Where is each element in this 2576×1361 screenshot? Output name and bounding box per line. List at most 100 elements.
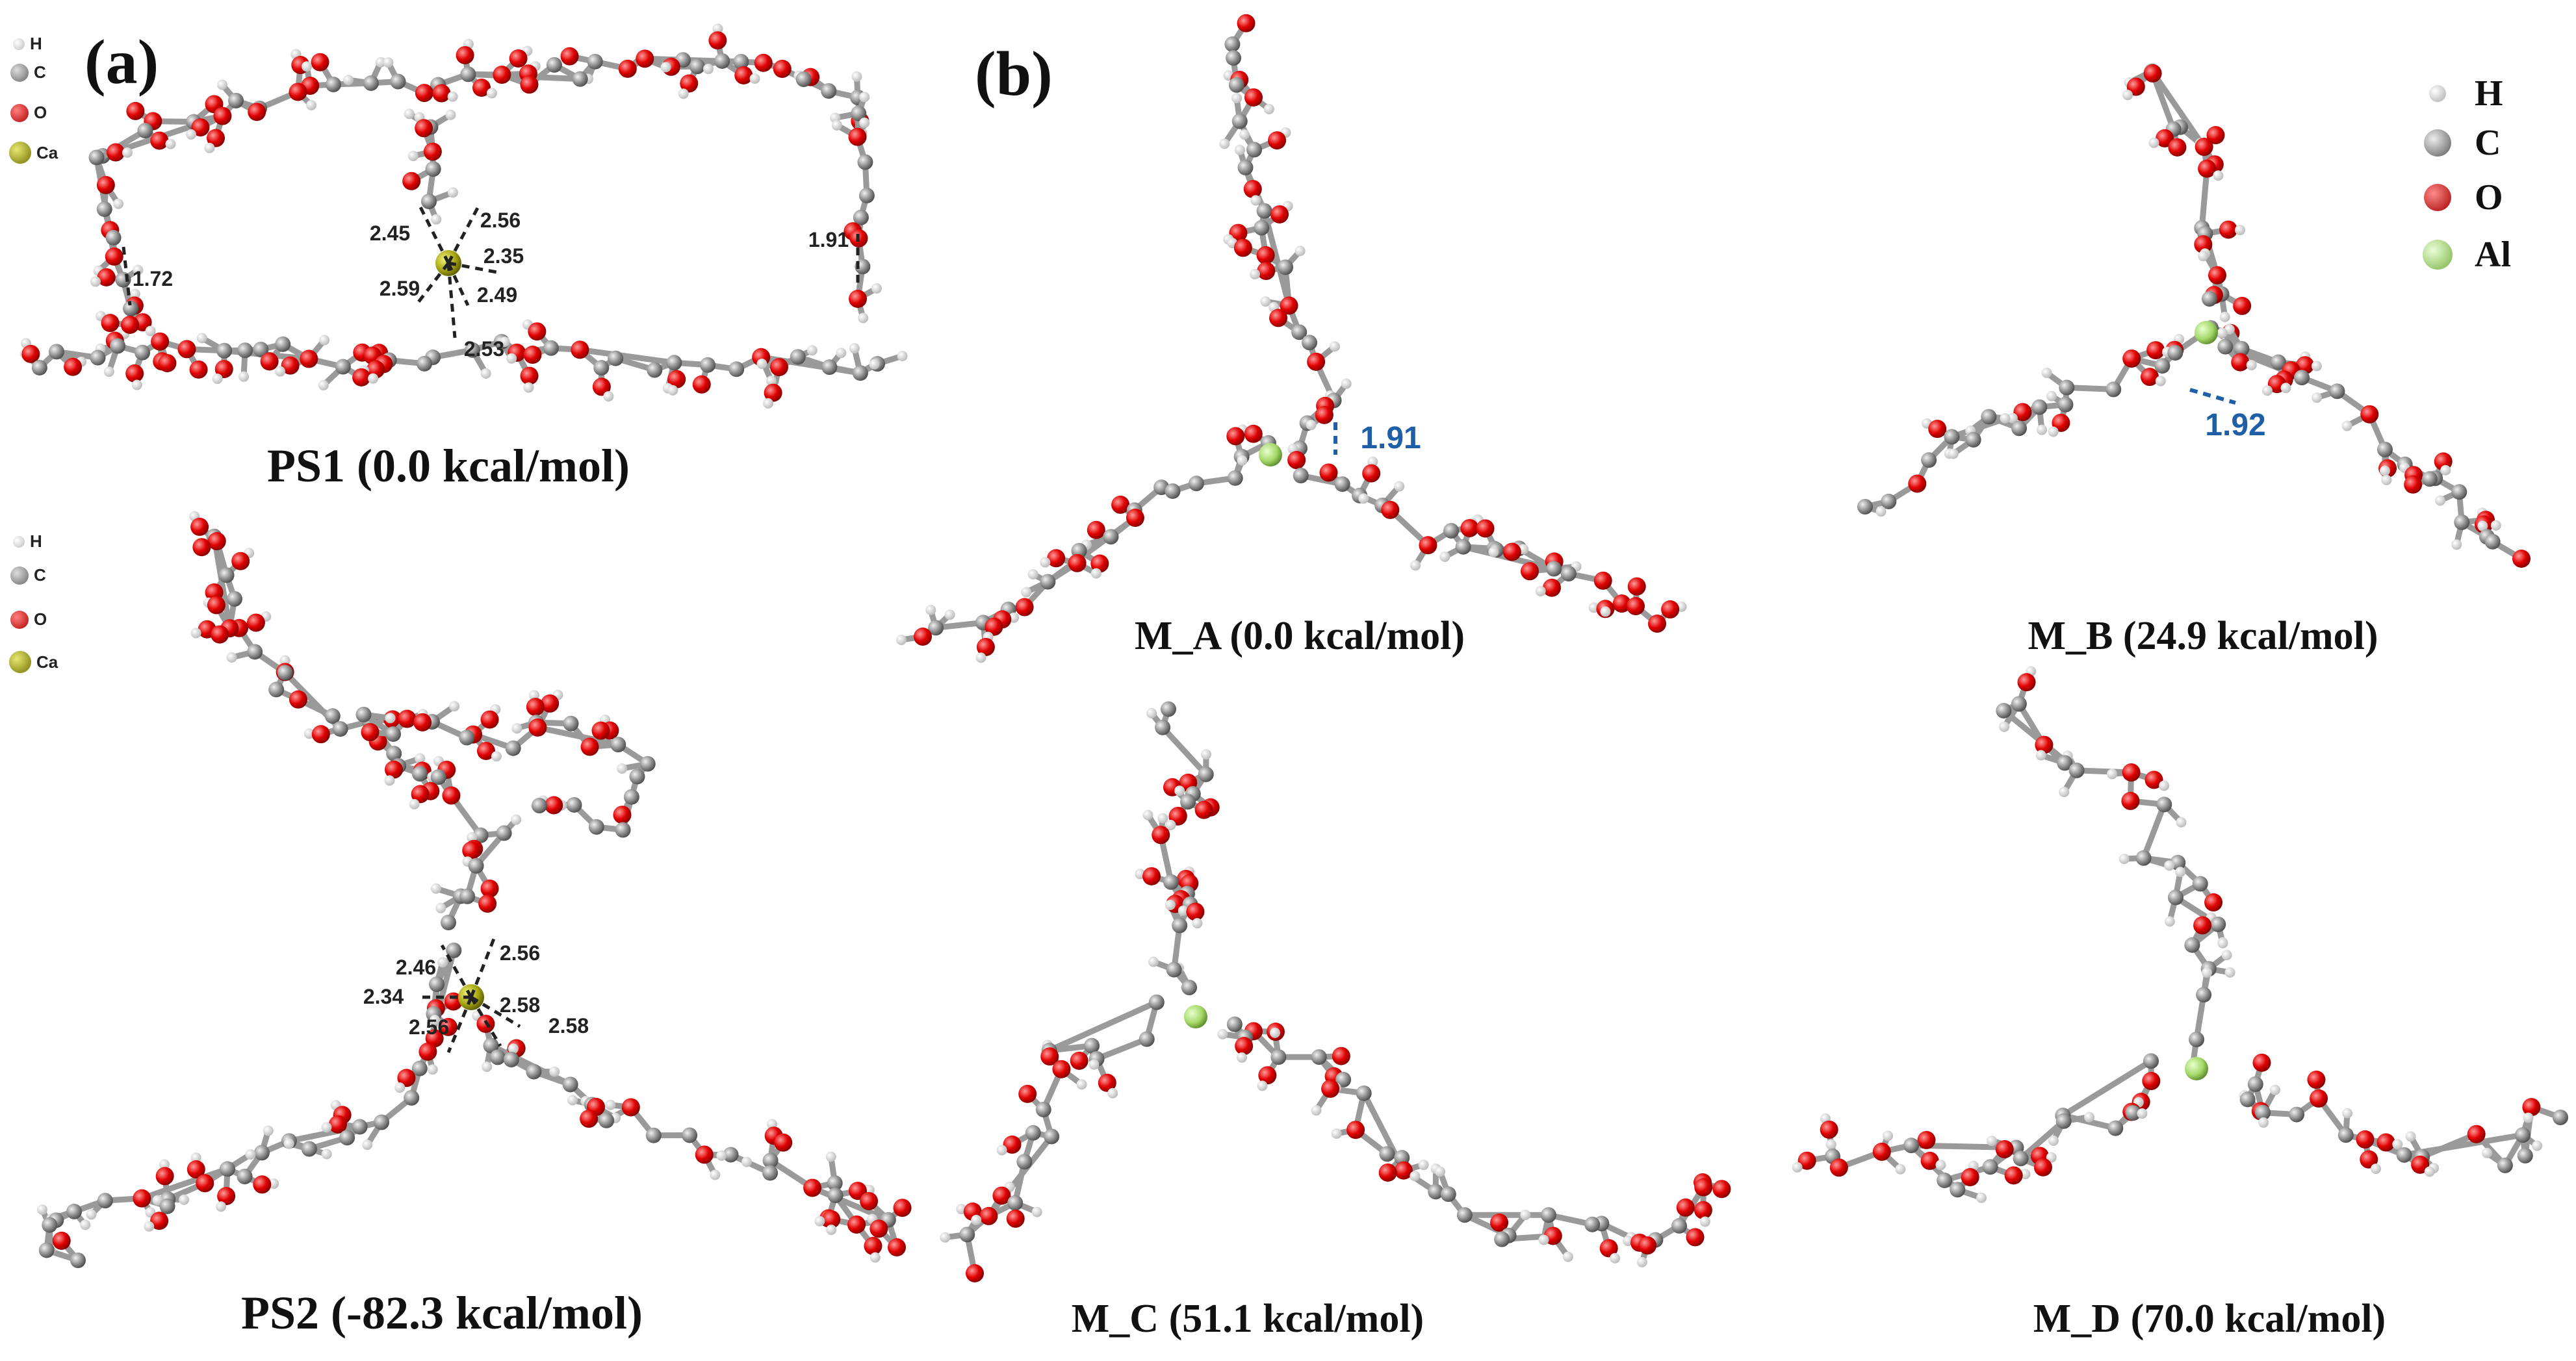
oxygen-atom [2356, 1130, 2375, 1149]
hydrogen-atom [36, 1204, 47, 1215]
carbon-atom [324, 708, 341, 724]
hydrogen-atom [1217, 1028, 1228, 1039]
carbon-atom [430, 769, 446, 785]
oxygen-atom [1321, 1079, 1340, 1098]
oxygen-atom [411, 785, 430, 804]
oxygen-atom [101, 314, 120, 333]
distance-bond [446, 207, 480, 264]
carbon-atom [1584, 1216, 1601, 1232]
carbon-atom [1226, 50, 1242, 66]
carbon-atom [566, 796, 582, 813]
hydrogen-atom [2523, 1112, 2534, 1123]
hydrogen-atom [2084, 1112, 2095, 1123]
distance-label: 2.53 [464, 337, 504, 361]
oxygen-atom [1194, 800, 1213, 819]
hydrogen-atom [1239, 129, 1250, 140]
hydrogen-atom [268, 1178, 279, 1189]
carbon-atom [247, 644, 263, 660]
oxygen-atom [1378, 1163, 1397, 1182]
oxygen-atom [478, 894, 497, 913]
distance-bond [417, 203, 450, 264]
hydrogen-atom [144, 1221, 155, 1232]
hydrogen-atom [275, 366, 286, 377]
carbon-atom [532, 798, 547, 813]
carbon-atom [733, 53, 749, 70]
hydrogen-atom [385, 713, 396, 724]
hydrogen-atom [1538, 1234, 1549, 1245]
carbon-atom [335, 359, 351, 375]
hydrogen-atom [1520, 1210, 1531, 1221]
hydrogen-atom [511, 723, 522, 734]
oxygen-atom [1319, 463, 1338, 482]
carbon-atom [411, 1060, 428, 1076]
oxygen-atom [822, 1210, 841, 1228]
oxygen-atom [207, 596, 225, 615]
carbon-atom [1231, 113, 1248, 129]
hydrogen-atom [415, 753, 426, 764]
carbon-atom [363, 75, 379, 91]
hydrogen-atom [511, 814, 522, 825]
oxygen-atom [769, 358, 788, 377]
oxygen-atom [398, 709, 417, 728]
oxygen-atom [1237, 14, 1256, 32]
carbon-atom [928, 620, 944, 636]
carbon-atom [332, 721, 348, 737]
carbon-atom [218, 567, 235, 583]
carbon-atom [821, 83, 837, 99]
hydrogen-atom [523, 382, 534, 393]
oxygen-atom [764, 383, 782, 402]
hydrogen-atom [343, 75, 354, 86]
distance-label: 1.72 [133, 267, 173, 290]
oxygen-atom [893, 1199, 912, 1217]
oxygen-atom [1694, 1201, 1712, 1219]
oxygen-atom [849, 290, 867, 308]
hydrogen-atom [508, 1043, 519, 1054]
oxygen-atom [1542, 578, 1561, 597]
carbon-atom [821, 359, 838, 375]
calcium-legend-ball [9, 142, 31, 164]
oxygen-atom [613, 806, 632, 824]
carbon-atom [608, 350, 624, 366]
oxygen-atom [155, 1167, 174, 1186]
aluminum-atom [1259, 443, 1282, 466]
carbon-atom [2376, 441, 2393, 457]
hydrogen-atom [1435, 1166, 1446, 1177]
oxygen-atom [708, 31, 727, 50]
carbon-atom [275, 336, 291, 352]
distance-bond [446, 262, 470, 307]
carbon-atom [1965, 431, 1981, 448]
carbon-atom [404, 1089, 420, 1106]
hydrogen-atom [1418, 1160, 1429, 1171]
hydrogen-atom [445, 109, 456, 120]
carbon-atom [1494, 1231, 1510, 1247]
hydrogen-atom [165, 138, 176, 149]
carbon-atom [2514, 1127, 2531, 1143]
hydrogen-atom [179, 1194, 190, 1205]
hydrogen-atom [710, 1169, 721, 1180]
oxygen-atom [211, 625, 229, 644]
oxygen-atom [2143, 64, 2162, 83]
oxygen-atom [848, 127, 867, 146]
carbon-atom [1981, 409, 1997, 425]
oxygen-atom [1047, 549, 1066, 568]
oxygen-atom [1648, 615, 1666, 633]
hydrogen-atom [2224, 967, 2235, 978]
carbon-atom [253, 1145, 270, 1161]
carbon-atom [374, 1114, 390, 1130]
oxygen-atom [207, 129, 225, 147]
hydrogen-atom [1935, 1160, 1946, 1171]
carbon-atom [599, 1112, 615, 1128]
carbon-atom [762, 1165, 779, 1181]
hydrogen-atom [1699, 1216, 1710, 1227]
hydrogen-atom [2246, 359, 2257, 370]
oxygen-atom [1018, 1084, 1037, 1103]
hydrogen-atom [2435, 495, 2446, 506]
carbon-atom [1016, 1154, 1033, 1170]
oxygen-atom [1268, 131, 1287, 150]
legend-c-label: C [34, 62, 46, 82]
hydrogen-atom [1883, 1130, 1894, 1141]
hydrogen-atom [2217, 327, 2228, 338]
carbon-atom [2517, 1147, 2533, 1164]
oxygen-atom [480, 710, 499, 729]
